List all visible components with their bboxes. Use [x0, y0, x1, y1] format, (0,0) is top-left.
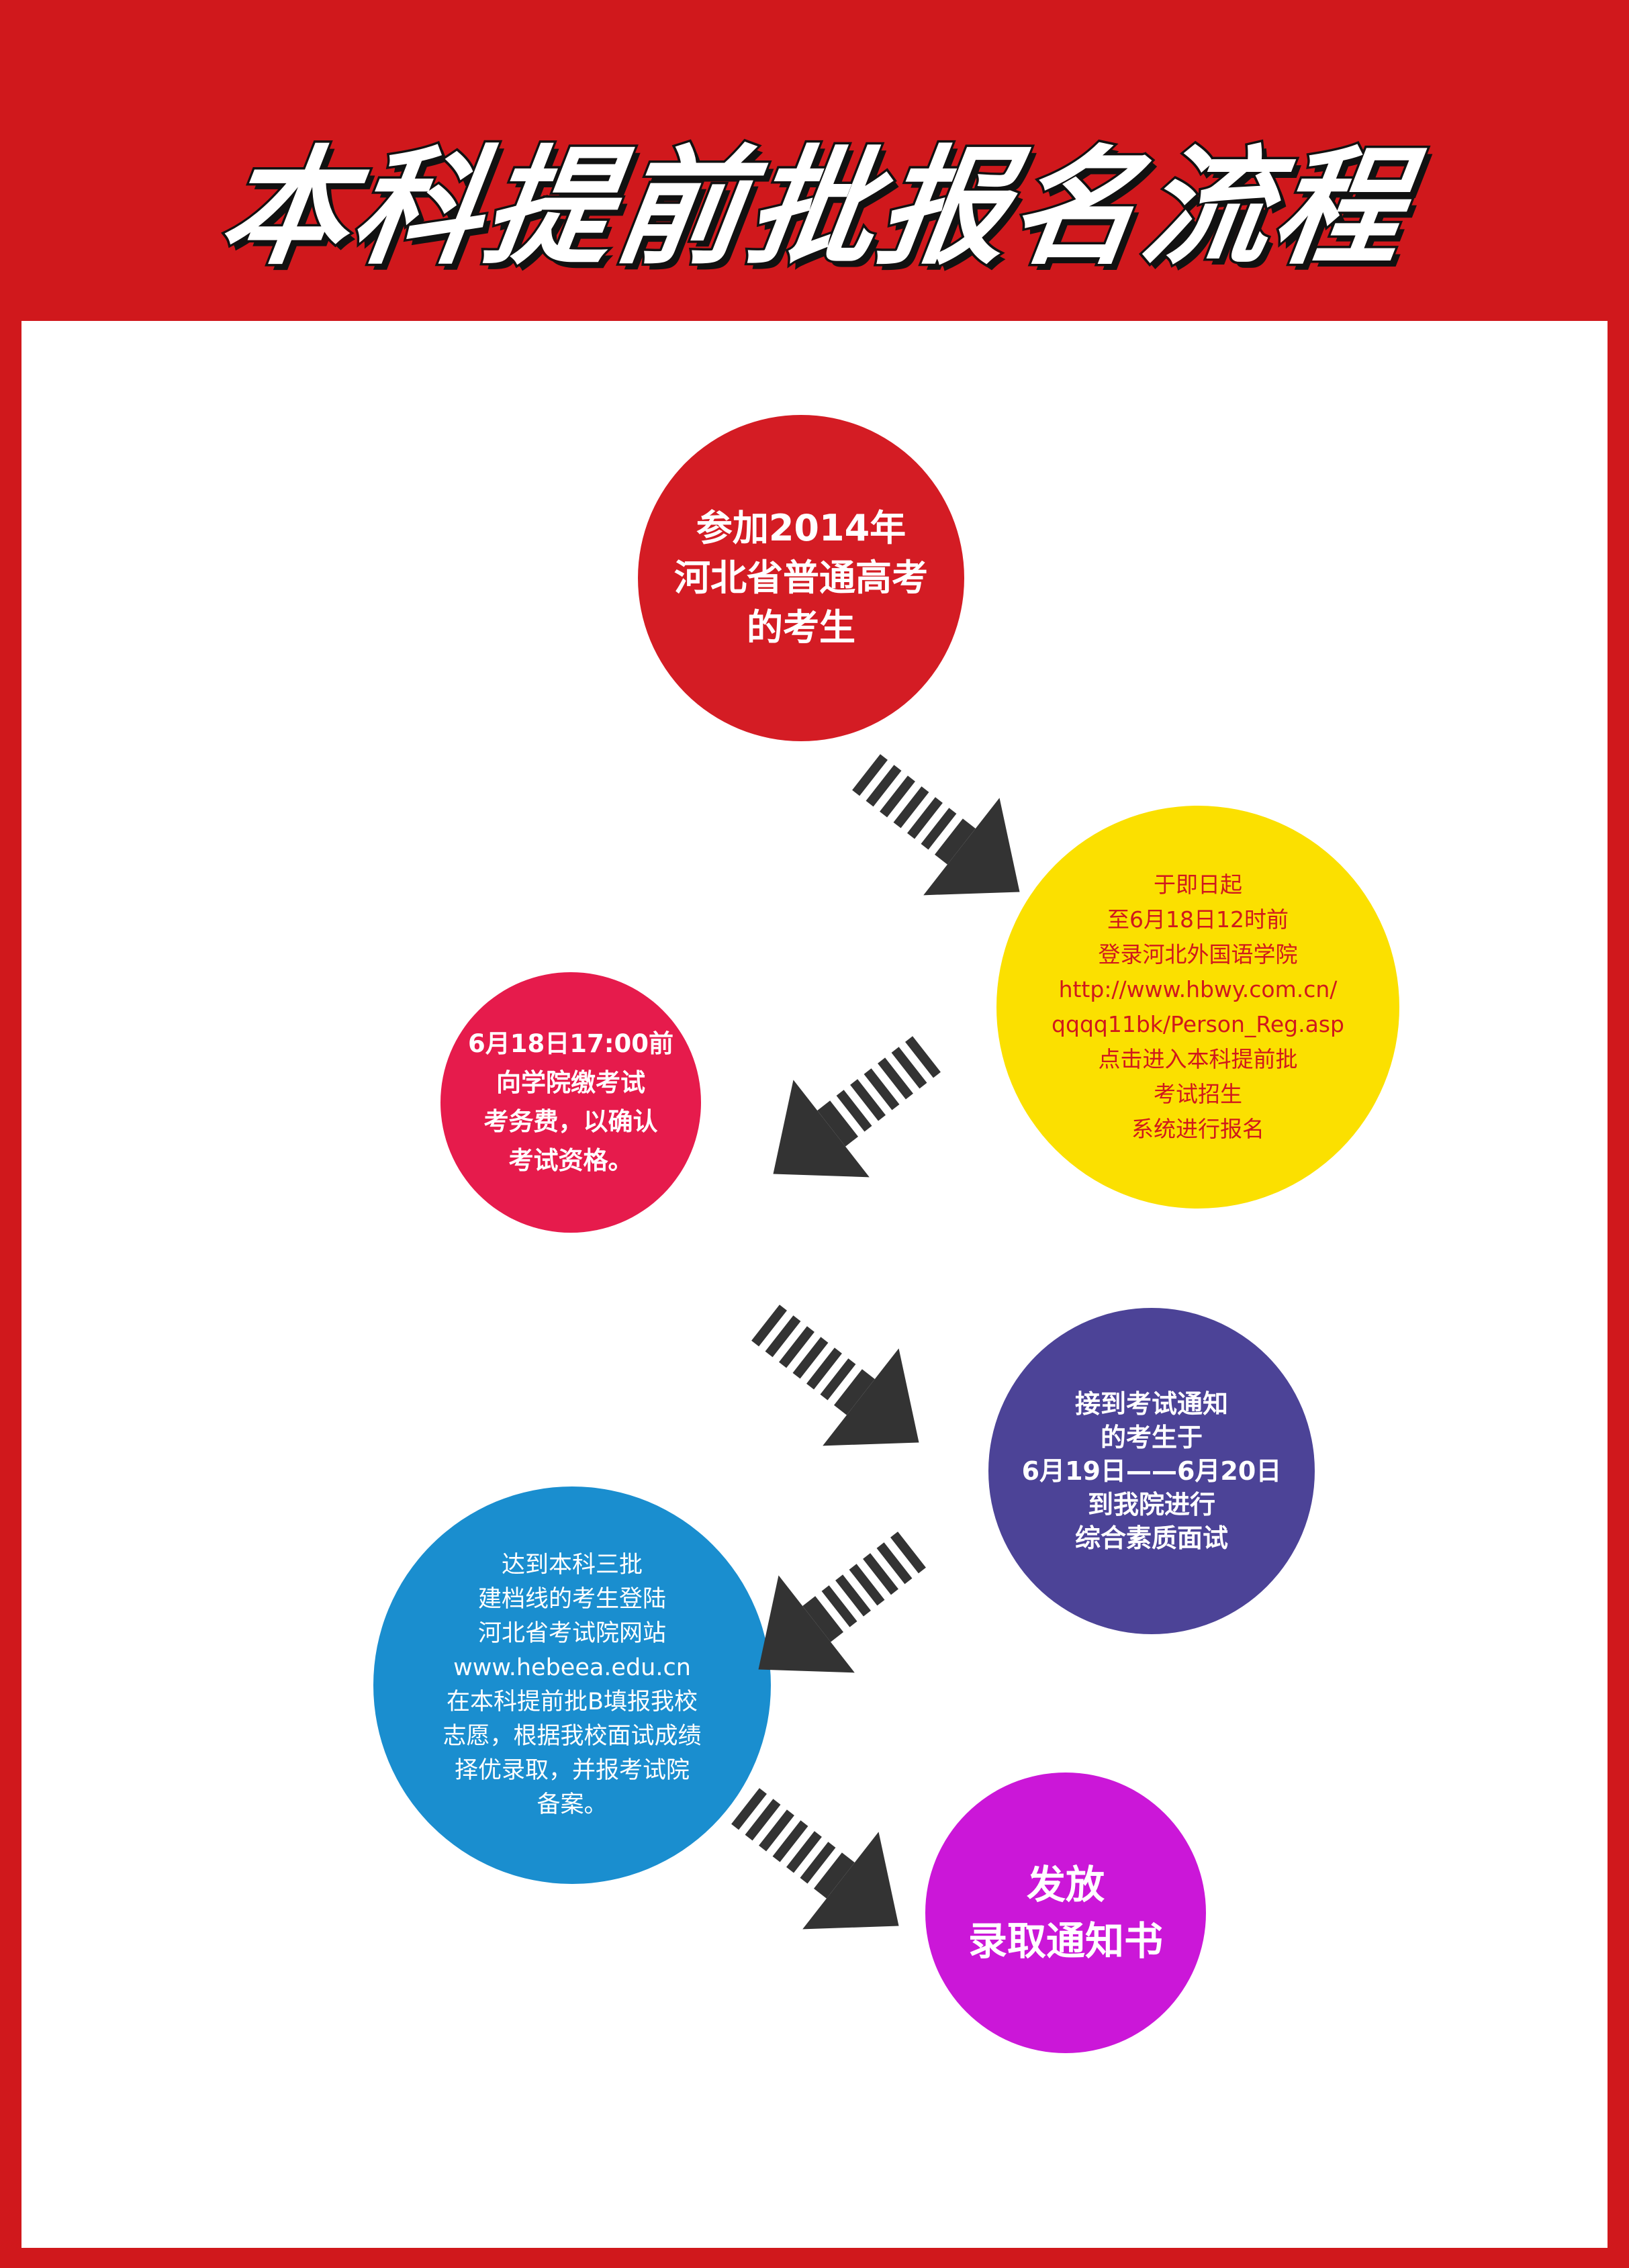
step-6-text: 发放 录取通知书	[968, 1862, 1163, 1964]
step-5-circle: 达到本科三批 建档线的考生登陆 河北省考试院网站 www.hebeea.edu.…	[373, 1486, 771, 1884]
step-2-circle: 于即日起 至6月18日12时前 登录河北外国语学院 http://www.hbw…	[996, 806, 1399, 1209]
step-5-text: 达到本科三批 建档线的考生登陆 河北省考试院网站 www.hebeea.edu.…	[443, 1552, 702, 1818]
page-title: 本科提前批报名流程	[210, 132, 1419, 285]
step-4-circle: 接到考试通知 的考生于 6月19日——6月20日 到我院进行 综合素质面试	[988, 1308, 1315, 1634]
step-3-text: 6月18日17:00前 向学院缴考试 考务费，以确认 考试资格。	[467, 1029, 673, 1175]
header-band: 本科提前批报名流程	[0, 0, 1629, 321]
step-4-text: 接到考试通知 的考生于 6月19日——6月20日 到我院进行 综合素质面试	[1021, 1389, 1282, 1553]
step-1-text: 参加2014年 河北省普通高考 的考生	[674, 507, 928, 649]
step-1-circle: 参加2014年 河北省普通高考 的考生	[638, 415, 964, 741]
step-6-circle: 发放 录取通知书	[925, 1773, 1206, 2053]
step-3-circle: 6月18日17:00前 向学院缴考试 考务费，以确认 考试资格。	[440, 972, 701, 1233]
step-2-text: 于即日起 至6月18日12时前 登录河北外国语学院 http://www.hbw…	[1052, 871, 1344, 1142]
